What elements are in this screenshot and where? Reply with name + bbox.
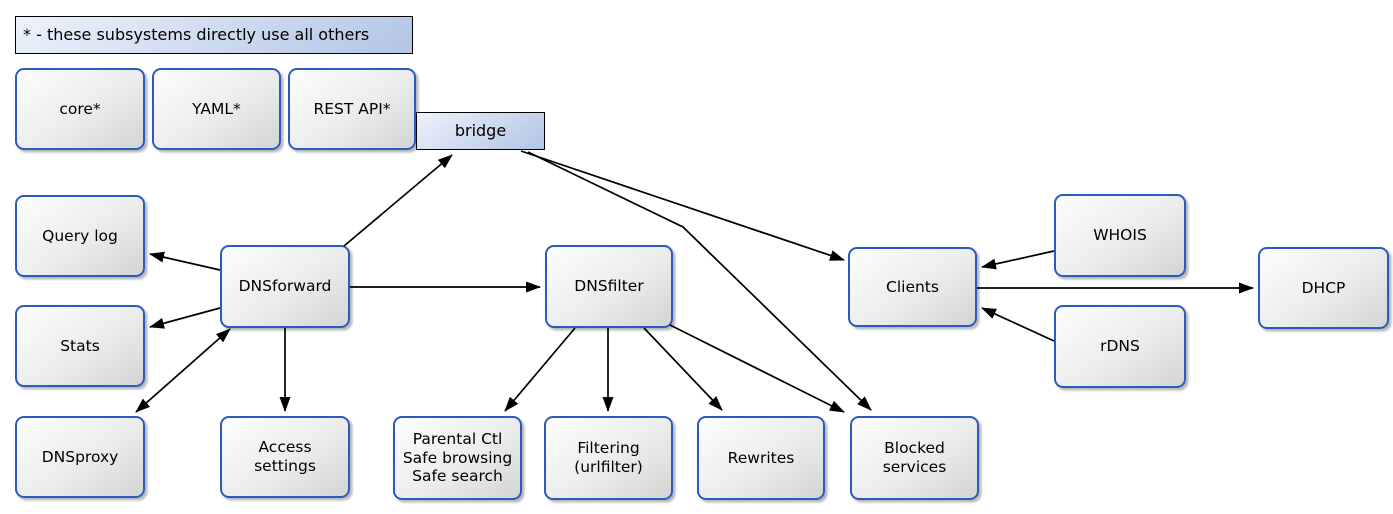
node-label-line: Parental Ctl <box>412 429 503 448</box>
edge-dnsforward-stats <box>149 307 221 329</box>
node-label-line: DHCP <box>1301 278 1346 297</box>
node-label-line: Stats <box>60 336 100 355</box>
node-label-line: (urlfilter) <box>574 458 643 476</box>
node-querylog: Query log <box>15 195 145 277</box>
node-dhcp: DHCP <box>1258 247 1389 329</box>
node-label-line: DNSproxy <box>41 447 119 466</box>
node-stats: Stats <box>15 305 145 387</box>
node-label-line: Clients <box>886 277 939 296</box>
node-label-line: REST API* <box>313 99 391 118</box>
edge-whois-clients <box>981 250 1055 270</box>
node-label-line: rDNS <box>1100 337 1140 356</box>
node-dnsfilter: DNSfilter <box>545 245 673 328</box>
node-label-line: core* <box>59 99 101 118</box>
edge-dnsforward-dnsproxy <box>135 328 231 413</box>
node-clients: Clients <box>848 247 977 327</box>
node-label-line: Access <box>258 438 312 457</box>
node-label-line: Query log <box>42 226 118 245</box>
node-label-line: * - these subsystems directly use all ot… <box>23 25 370 45</box>
edge-bridge-clients <box>520 150 845 261</box>
node-label-line: Safe browsing <box>402 448 513 467</box>
edge-rdns-clients <box>981 307 1055 342</box>
node-core: core* <box>15 68 145 150</box>
edge-dnsforward-bridge <box>343 154 453 247</box>
node-label-line: WHOIS <box>1093 226 1147 245</box>
node-label-line: bridge <box>454 121 507 141</box>
edge-dnsfilter-rewrites <box>643 327 723 411</box>
node-rewrites: Rewrites <box>697 416 825 500</box>
edge-dnsforward-querylog <box>149 251 221 271</box>
node-filtering: Filtering(urlfilter) <box>544 416 673 500</box>
node-rdns: rDNS <box>1054 305 1186 388</box>
node-label-line: settings <box>254 457 316 475</box>
node-label-line: DNSfilter <box>574 277 644 296</box>
node-yaml: YAML* <box>152 68 281 150</box>
node-label-line: Safe search <box>412 467 503 486</box>
node-label-line: YAML* <box>192 99 241 118</box>
node-dnsproxy: DNSproxy <box>15 416 145 498</box>
node-label-line: DNSforward <box>238 277 332 296</box>
node-legend: * - these subsystems directly use all ot… <box>15 16 413 54</box>
node-label-line: Blocked <box>884 439 945 458</box>
node-dnsforward: DNSforward <box>220 245 350 328</box>
node-label-line: Filtering <box>577 439 640 458</box>
node-restapi: REST API* <box>288 68 416 150</box>
node-label-line: Rewrites <box>727 448 795 467</box>
edge-dnsfilter-parental <box>504 327 576 412</box>
node-bridge: bridge <box>416 112 545 150</box>
node-whois: WHOIS <box>1054 194 1186 277</box>
edge-dnsfilter-blocked <box>669 324 845 413</box>
node-label-line: services <box>882 458 947 476</box>
